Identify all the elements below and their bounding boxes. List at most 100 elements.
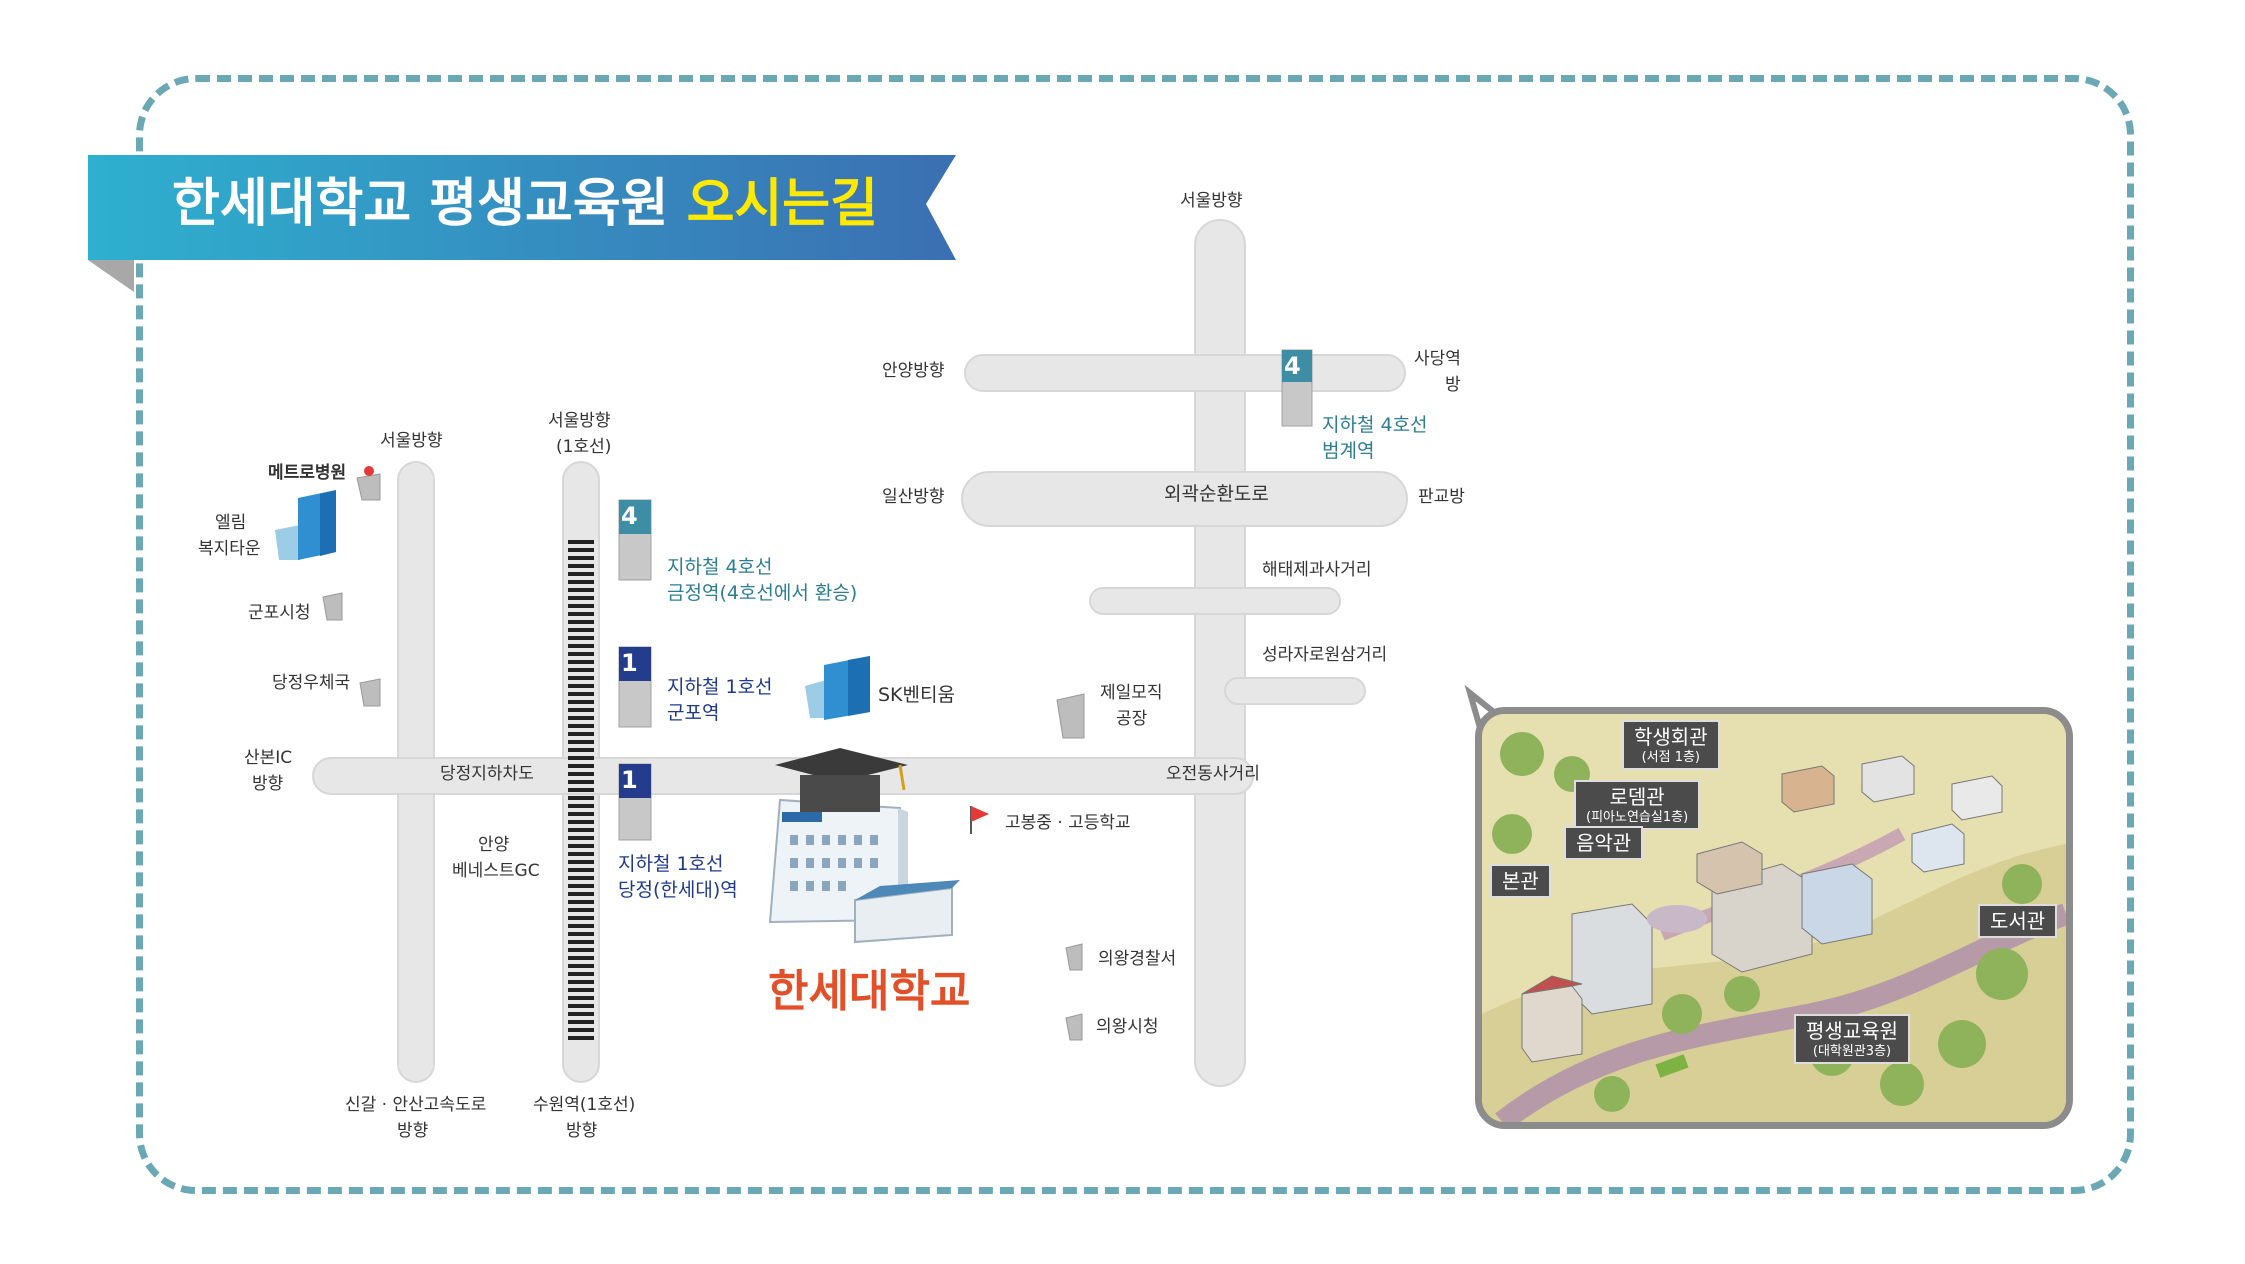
line-1-badge: 1 — [621, 649, 638, 677]
rail-tie — [568, 900, 594, 904]
label-gunpo-city: 군포시청 — [248, 603, 311, 623]
label-pangyo: 판교방 — [1418, 487, 1465, 507]
subway-sign-icon — [619, 764, 651, 798]
label-sanbon-ic-1: 산본IC — [244, 748, 293, 768]
rail-tie — [568, 620, 594, 624]
rail-tie — [568, 644, 594, 648]
campus-tag-music: 음악관 — [1564, 826, 1644, 860]
rail-tie — [568, 892, 594, 896]
graduation-cap-icon — [775, 748, 908, 812]
line-4-badge: 4 — [621, 502, 638, 530]
rail-tie — [568, 580, 594, 584]
university-building-icon — [768, 748, 960, 944]
label-jeil-2: 공장 — [1116, 709, 1148, 729]
label-sanbon-ic-2: 방향 — [252, 774, 284, 794]
rail-tie — [568, 876, 594, 880]
rail-tie — [568, 764, 594, 768]
rail-tie — [568, 692, 594, 696]
rail-tie — [568, 1036, 594, 1040]
subway-sign-icon — [619, 500, 651, 534]
building-icon — [1065, 943, 1083, 971]
rail-tie — [568, 572, 594, 576]
campus-scene — [1482, 714, 2066, 1122]
road-right-vertical — [1194, 219, 1246, 1087]
subway-sign-icon — [619, 647, 651, 681]
rail-tie — [568, 924, 594, 928]
rail-tie — [568, 940, 594, 944]
label-seoul-top: 서울방향 — [1180, 191, 1243, 211]
building-icon — [356, 473, 381, 501]
label-seoul-line1-2: (1호선) — [556, 437, 612, 457]
rail-tie — [568, 748, 594, 752]
rail-tie — [568, 548, 594, 552]
rail-tie — [568, 820, 594, 824]
label-seoul-left: 서울방향 — [380, 431, 443, 451]
campus-tag-student-hall: 학생회관(서점 1층) — [1622, 720, 1720, 770]
dashed-frame — [136, 75, 2134, 1194]
rail-tie — [568, 660, 594, 664]
campus-illustration: 학생회관(서점 1층) 로뎀관(피아노연습실1층) 음악관 본관 도서관 평생교… — [1475, 707, 2073, 1129]
rail-tie — [568, 700, 594, 704]
road-main-horizontal — [312, 757, 1254, 795]
rail-tie — [568, 988, 594, 992]
label-beomgye-1: 지하철 4호선 — [1322, 414, 1428, 436]
label-dangjeong-underpass: 당정지하차도 — [440, 764, 534, 784]
rail-tie — [568, 652, 594, 656]
label-sk-ventium: SK벤티움 — [878, 684, 955, 706]
campus-tag-library: 도서관 — [1978, 904, 2058, 938]
rail-tie — [568, 1020, 594, 1024]
label-gunpo-st-1: 지하철 1호선 — [667, 676, 773, 698]
rail-tie — [568, 668, 594, 672]
hospital-marker-icon — [364, 466, 374, 476]
rail-tie — [568, 956, 594, 960]
campus-tag-rodem: 로뎀관(피아노연습실1층) — [1574, 780, 1701, 830]
label-seongra: 성라자로원삼거리 — [1262, 645, 1388, 665]
label-anyang-gc-2: 베네스트GC — [452, 861, 540, 881]
rail-tie — [568, 596, 594, 600]
road-anyang — [964, 354, 1406, 392]
rail-tie — [568, 868, 594, 872]
rail-tie — [568, 732, 594, 736]
rail-tie — [568, 708, 594, 712]
rail-tie — [568, 564, 594, 568]
label-singal-2: 방향 — [397, 1121, 429, 1141]
label-ring-road: 외곽순환도로 — [1164, 483, 1269, 505]
rail-tie — [568, 788, 594, 792]
label-uiwang-city: 의왕시청 — [1096, 1017, 1159, 1037]
rail-tie — [568, 772, 594, 776]
rail-tie — [568, 852, 594, 856]
building-icon — [1065, 1013, 1083, 1041]
rail-tie — [568, 860, 594, 864]
label-seoul-line1-1: 서울방향 — [548, 411, 611, 431]
label-elim-2: 복지타운 — [198, 539, 261, 559]
rail-tie — [568, 1028, 594, 1032]
rail-tie — [568, 588, 594, 592]
building-icon — [1056, 693, 1085, 739]
title-highlight: 오시는길 — [686, 174, 878, 234]
label-anyang-dir: 안양방향 — [882, 361, 945, 381]
building-icon — [322, 592, 343, 621]
page-title: 한세대학교 평생교육원 오시는길 — [172, 164, 878, 244]
label-ilsan-dir: 일산방향 — [882, 487, 945, 507]
road-ring — [961, 471, 1408, 527]
rail-tie — [568, 980, 594, 984]
campus-tag-lifelong: 평생교육원(대학원관3층) — [1794, 1014, 1910, 1064]
label-beomgye-2: 범계역 — [1322, 440, 1375, 462]
rail-tie — [568, 716, 594, 720]
label-jeil-1: 제일모직 — [1100, 683, 1163, 703]
campus-tag-main: 본관 — [1490, 864, 1551, 898]
subway-sign-icon — [1282, 350, 1312, 382]
rail-tie — [568, 780, 594, 784]
title-banner — [88, 155, 956, 292]
rail-tie — [568, 612, 594, 616]
line-4-badge: 4 — [1284, 352, 1301, 380]
rail-tie — [568, 884, 594, 888]
rail-tie — [568, 948, 594, 952]
building-icon — [275, 490, 336, 560]
label-dangjeong-st-2: 당정(한세대)역 — [618, 879, 738, 901]
label-gobong: 고봉중 · 고등학교 — [1005, 813, 1131, 833]
label-dangjeong-st-1: 지하철 1호선 — [618, 853, 724, 875]
line-1-badge: 1 — [621, 766, 638, 794]
rail-tie — [568, 836, 594, 840]
